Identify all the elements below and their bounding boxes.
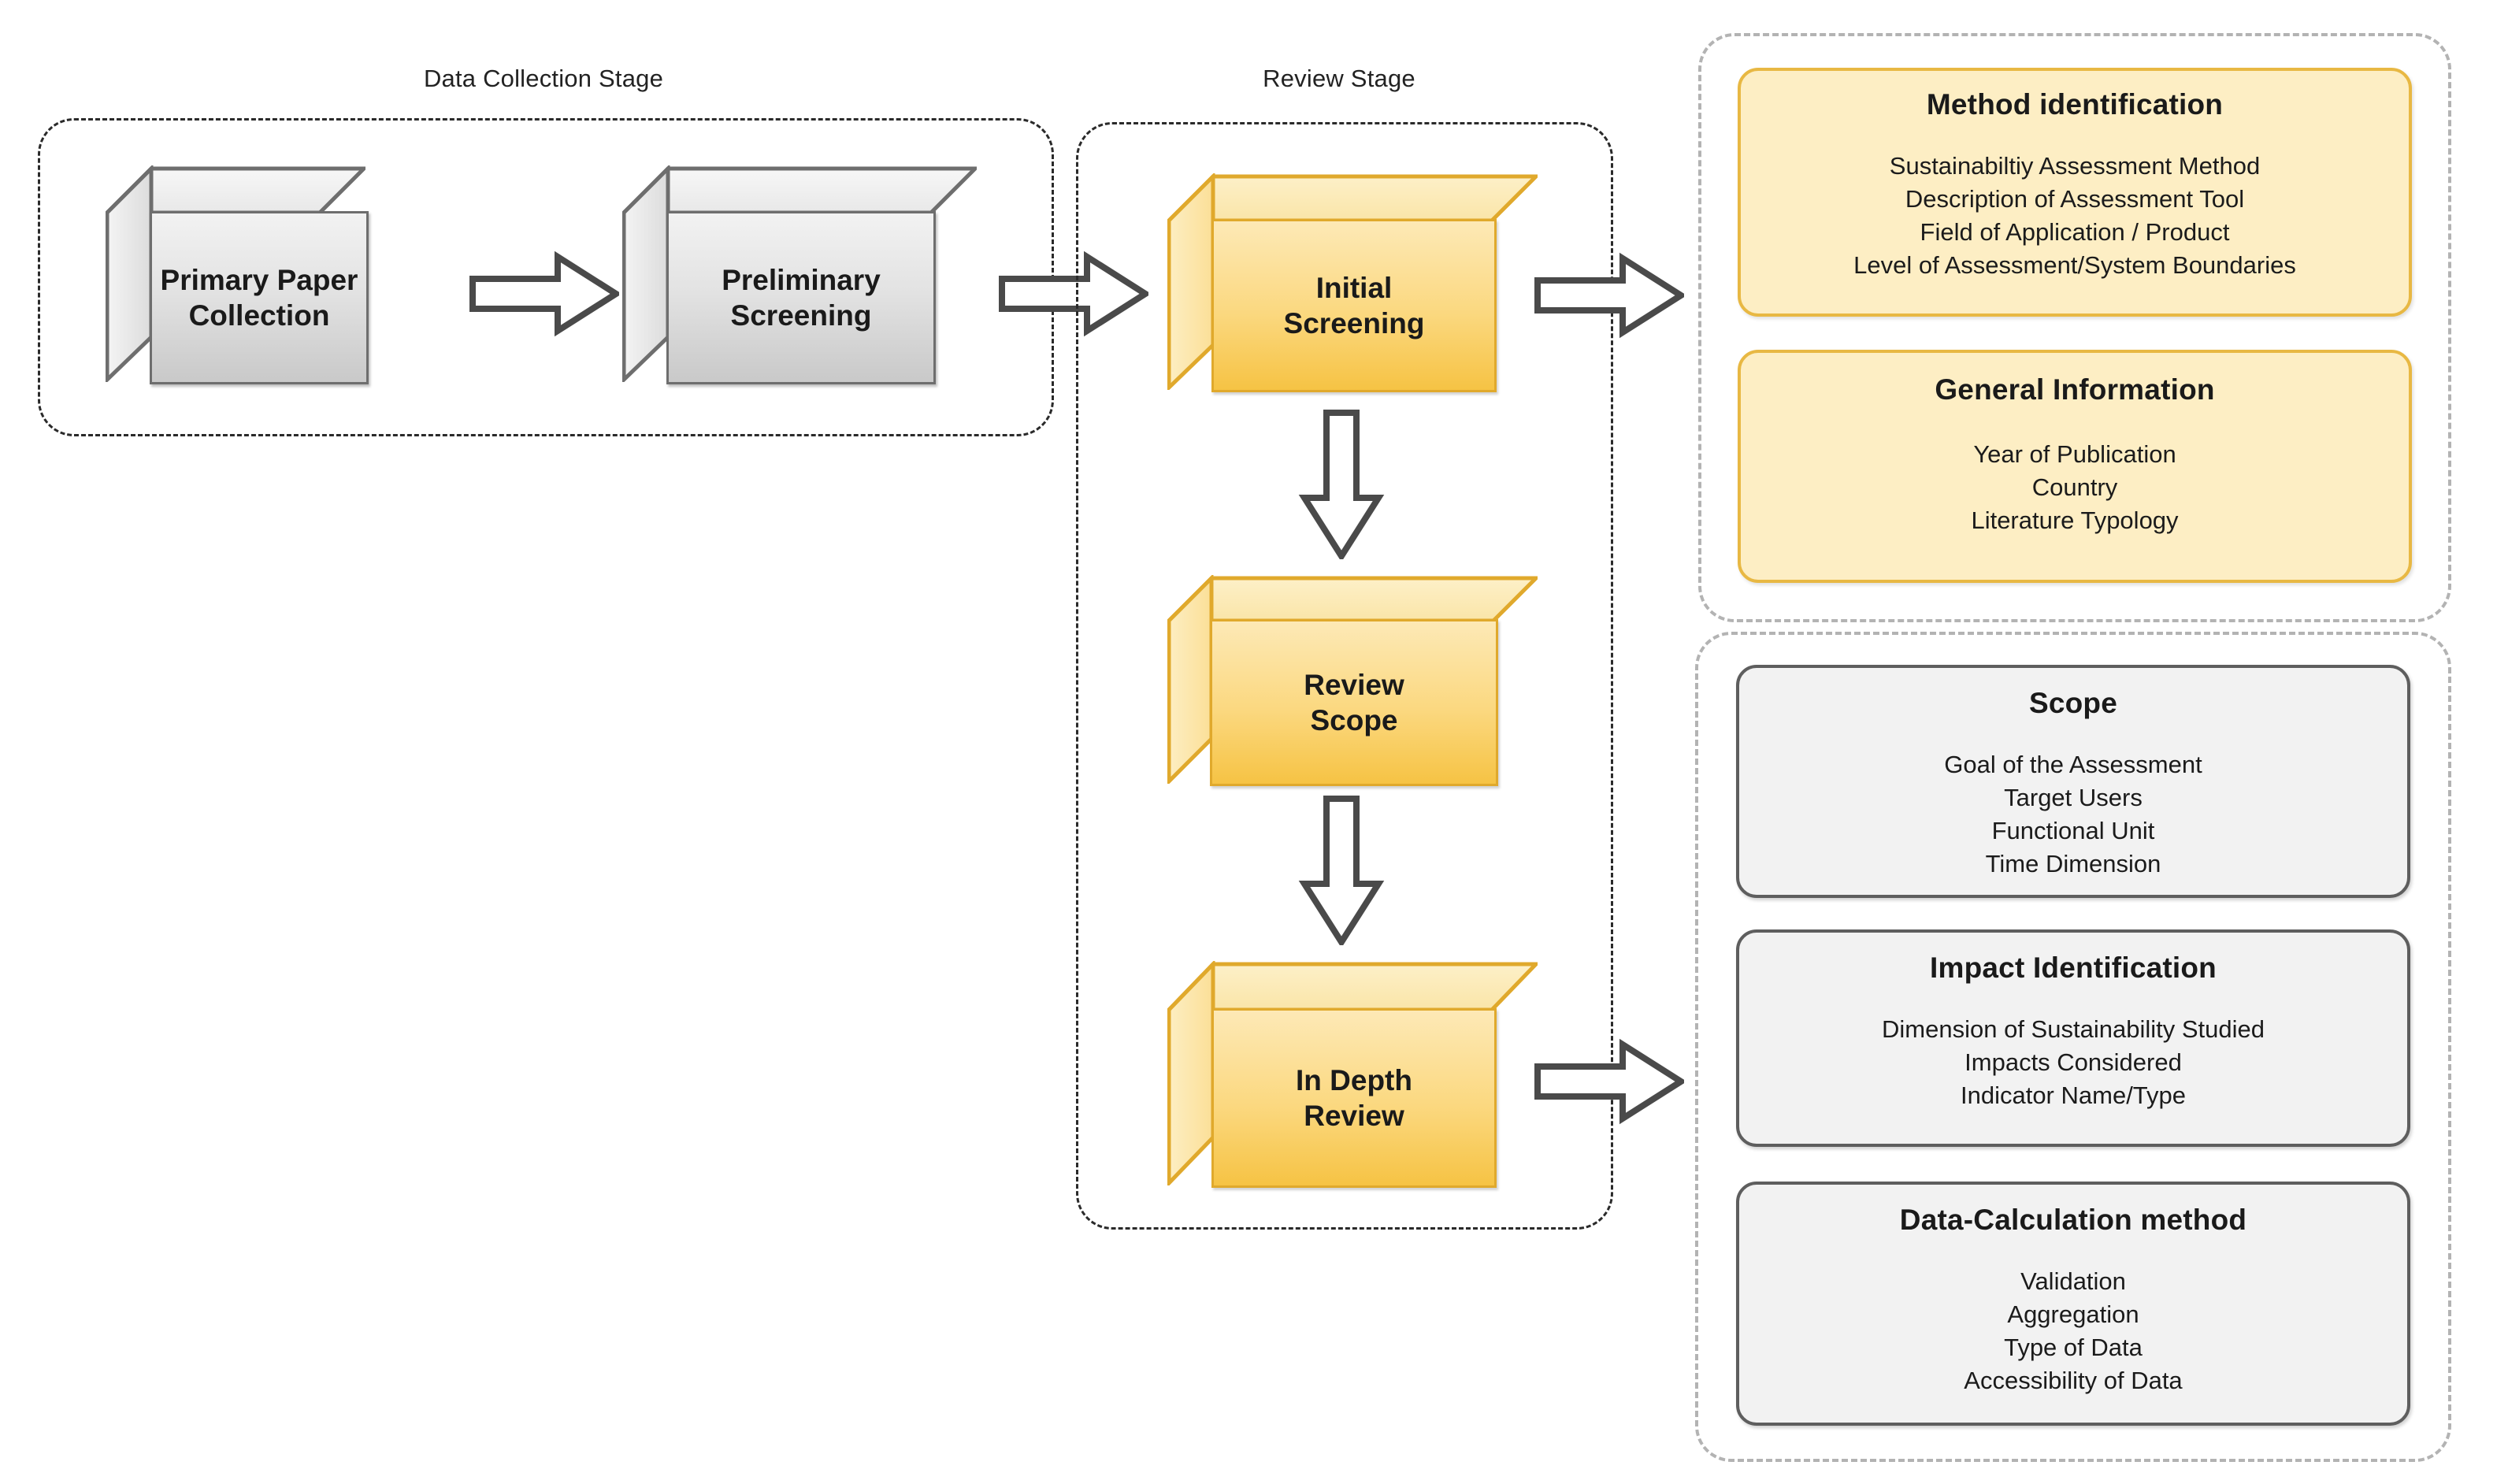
node-label-line2: Collection <box>188 299 330 332</box>
card-item: Sustainabiltiy Assessment Method <box>1889 152 2261 180</box>
card-data-calculation-method[interactable]: Data-Calculation method Validation Aggre… <box>1736 1182 2410 1426</box>
node-face-in-depth-review: In Depth Review <box>1211 1008 1497 1188</box>
card-item: Validation <box>2020 1267 2126 1295</box>
node-review-scope[interactable]: Review Scope <box>1167 575 1538 786</box>
node-label-line2: Screening <box>1283 307 1425 339</box>
stage-label-review: Review Stage <box>1263 65 1415 92</box>
card-item: Time Dimension <box>1985 850 2161 878</box>
card-item: Country <box>2031 473 2118 502</box>
node-face-review-scope: Review Scope <box>1210 619 1498 786</box>
card-title: Scope <box>2028 687 2118 719</box>
card-item: Year of Publication <box>1973 440 2176 468</box>
card-item: Level of Assessment/System Boundaries <box>1853 251 2296 280</box>
card-item: Dimension of Sustainability Studied <box>1882 1015 2265 1043</box>
connector-initial-screening-to-review-scope <box>1298 410 1385 559</box>
cube-3d-top-left-faces <box>1167 961 1538 1185</box>
node-label-line2: Scope <box>1310 704 1398 736</box>
card-general-information[interactable]: General Information Year of Publication … <box>1738 350 2412 583</box>
connector-initial-screening-to-method-group <box>1534 252 1684 339</box>
card-item: Indicator Name/Type <box>1960 1081 2187 1110</box>
card-item: Type of Data <box>2004 1334 2143 1362</box>
connector-review-scope-to-in-depth-review <box>1298 796 1385 945</box>
card-item: Accessibility of Data <box>1964 1367 2183 1395</box>
card-title: Data-Calculation method <box>1899 1204 2247 1236</box>
node-in-depth-review[interactable]: In Depth Review <box>1167 961 1538 1188</box>
connector-in-depth-review-to-review-details <box>1534 1038 1684 1125</box>
card-items: Validation Aggregation Type of Data Acce… <box>1964 1265 2182 1398</box>
card-item: Functional Unit <box>1991 817 2155 845</box>
node-initial-screening[interactable]: Initial Screening <box>1167 173 1538 392</box>
connector-preliminary-to-initial-screening <box>999 250 1148 337</box>
card-item: Impacts Considered <box>1964 1048 2182 1077</box>
node-label-line2: Review <box>1304 1100 1404 1132</box>
card-items: Sustainabiltiy Assessment Method Descrip… <box>1853 150 2296 283</box>
output-group-review-details-container <box>1695 632 2451 1462</box>
cube-3d-top-left-faces <box>1167 173 1538 390</box>
card-item: Aggregation <box>2007 1300 2139 1329</box>
card-item: Target Users <box>2004 784 2143 812</box>
node-label-line1: Preliminary <box>722 263 881 296</box>
card-items: Year of Publication Country Literature T… <box>1971 438 2178 537</box>
stage-label-data-collection: Data Collection Stage <box>423 65 664 92</box>
card-item: Literature Typology <box>1971 506 2179 535</box>
review-stage-container <box>1076 122 1613 1230</box>
node-label-line1: Review <box>1304 668 1404 701</box>
node-label-line1: Initial <box>1315 271 1393 304</box>
card-item: Field of Application / Product <box>1920 218 2230 247</box>
card-title: Impact Identification <box>1930 952 2217 984</box>
node-preliminary-screening[interactable]: Preliminary Screening <box>622 165 977 384</box>
card-impact-identification[interactable]: Impact Identification Dimension of Susta… <box>1736 929 2410 1147</box>
card-title: General Information <box>1935 373 2215 406</box>
node-label-line2: Screening <box>730 299 872 332</box>
card-method-identification[interactable]: Method identification Sustainabiltiy Ass… <box>1738 68 2412 317</box>
node-face-initial-screening: Initial Screening <box>1211 219 1497 392</box>
node-label-line1: Primary Paper <box>160 263 358 296</box>
card-items: Dimension of Sustainability Studied Impa… <box>1882 1013 2265 1112</box>
card-items: Goal of the Assessment Target Users Func… <box>1944 748 2202 881</box>
node-face-primary-paper-collection: Primary Paper Collection <box>150 211 369 384</box>
card-title: Method identification <box>1926 88 2224 121</box>
output-group-method-container <box>1698 33 2451 622</box>
node-primary-paper-collection[interactable]: Primary Paper Collection <box>106 165 369 384</box>
card-item: Description of Assessment Tool <box>1905 185 2245 213</box>
connector-primary-to-preliminary <box>469 250 619 337</box>
card-scope[interactable]: Scope Goal of the Assessment Target User… <box>1736 665 2410 898</box>
node-face-preliminary-screening: Preliminary Screening <box>666 211 936 384</box>
cube-3d-top-left-faces <box>622 165 977 382</box>
card-item: Goal of the Assessment <box>1944 751 2202 778</box>
node-label-line1: In Depth <box>1296 1063 1412 1096</box>
